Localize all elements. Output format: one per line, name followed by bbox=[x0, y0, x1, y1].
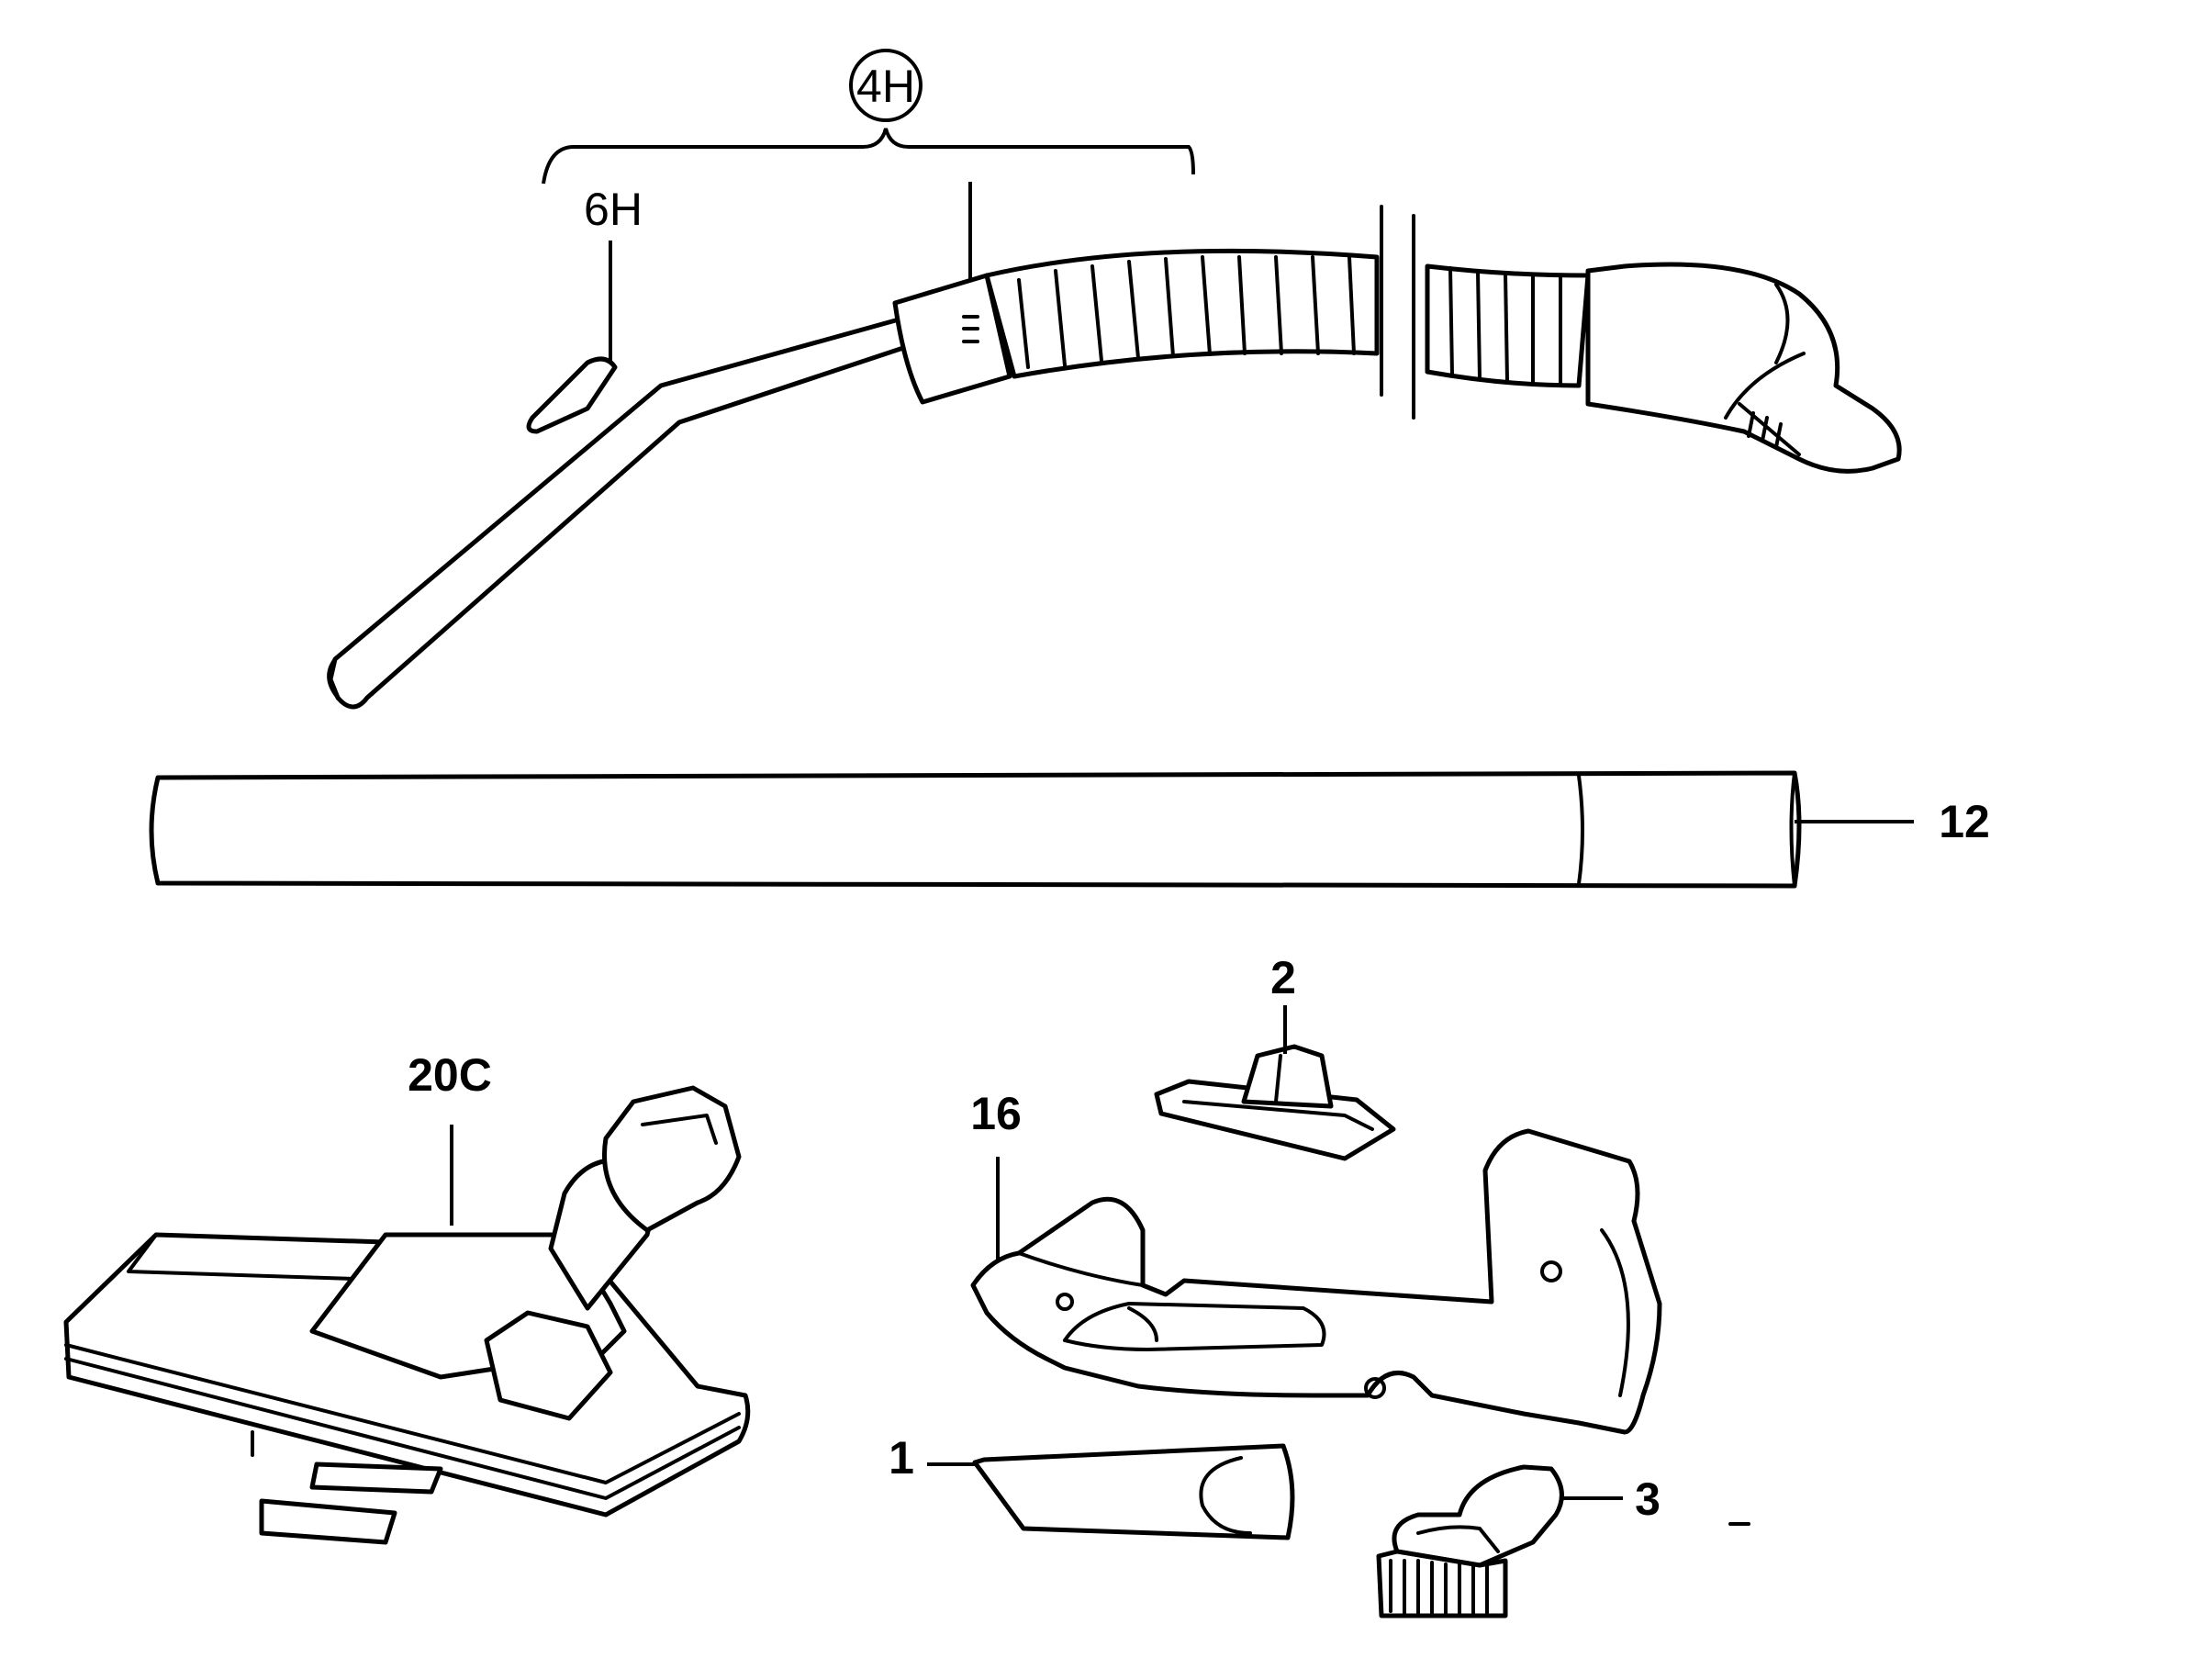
callout-label-12: 12 bbox=[1939, 796, 1990, 847]
hose-assembly[interactable] bbox=[327, 205, 1902, 710]
crevice-tool[interactable] bbox=[972, 1443, 1295, 1540]
accessory-holder[interactable] bbox=[970, 1128, 1662, 1435]
callout-label-16: 16 bbox=[970, 1088, 1022, 1139]
callout-2: 2 bbox=[1270, 952, 1296, 1054]
extension-tube[interactable] bbox=[149, 770, 1802, 889]
callout-label-2: 2 bbox=[1270, 952, 1296, 1003]
dusting-brush[interactable] bbox=[1376, 1464, 1564, 1618]
callout-1: 1 bbox=[889, 1432, 975, 1484]
callout-16: 16 bbox=[970, 1088, 1022, 1262]
hose-handle-clip[interactable] bbox=[526, 356, 618, 434]
callout-6h: 6H bbox=[584, 184, 643, 363]
upholstery-nozzle[interactable] bbox=[1154, 1044, 1396, 1161]
callout-label-20c: 20C bbox=[408, 1049, 492, 1101]
callout-label-1: 1 bbox=[889, 1432, 914, 1484]
callout-label-6h: 6H bbox=[584, 184, 643, 235]
callout-12: 12 bbox=[1795, 796, 1990, 847]
callout-4h: 4H bbox=[542, 49, 1195, 280]
callout-label-4h: 4H bbox=[856, 61, 915, 112]
callout-20c: 20C bbox=[408, 1049, 492, 1226]
callout-3: 3 bbox=[1560, 1473, 1661, 1525]
floor-nozzle[interactable] bbox=[63, 1085, 751, 1545]
callout-label-3: 3 bbox=[1635, 1473, 1661, 1525]
